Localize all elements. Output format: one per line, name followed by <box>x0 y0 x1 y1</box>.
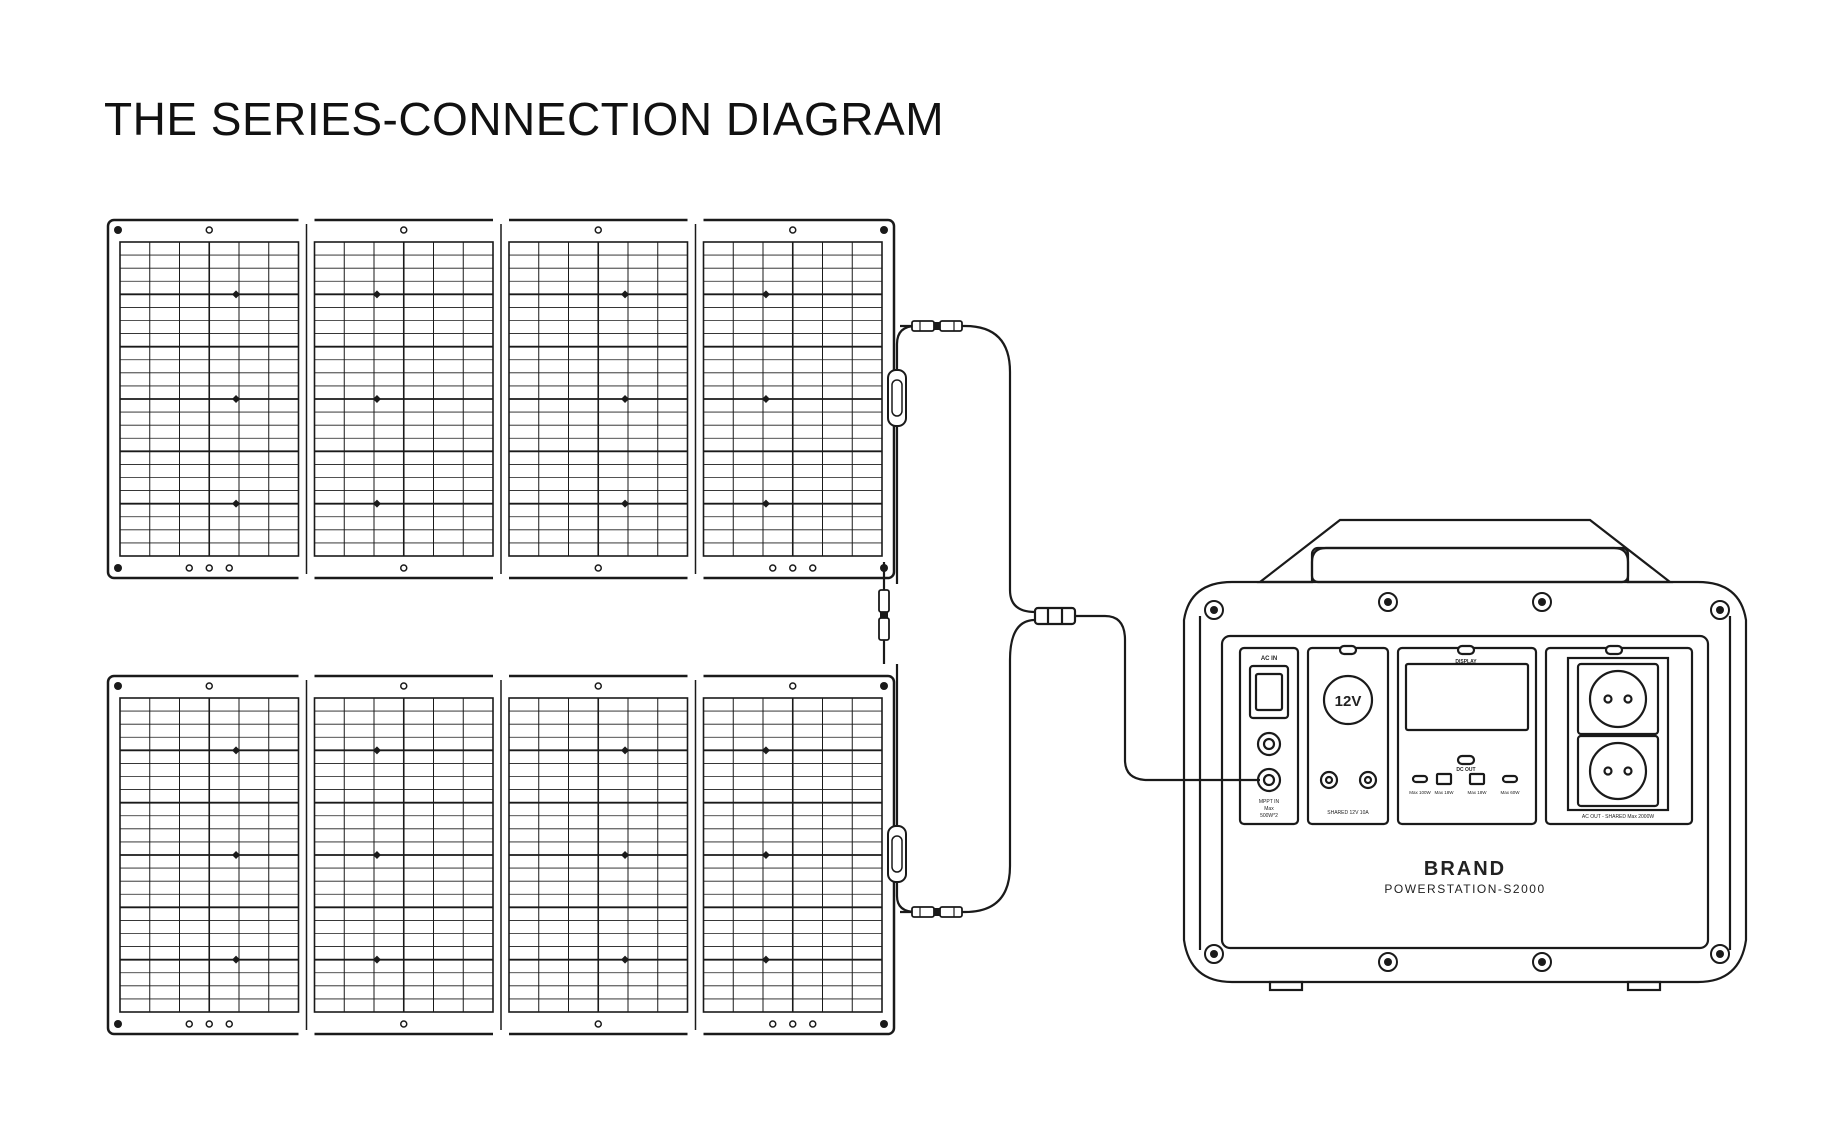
panel-segment <box>298 218 494 580</box>
power-station <box>1182 518 1748 992</box>
station-screw <box>1204 944 1224 964</box>
junction-box <box>887 369 907 427</box>
panel-corner-screw <box>114 226 122 234</box>
top-panel-cable <box>900 324 1036 614</box>
y-junction-connector <box>1033 606 1077 626</box>
usb-port-label-4: Max 60W <box>1500 790 1520 795</box>
ac-outlet-top <box>1576 662 1660 736</box>
station-screw <box>1532 952 1552 972</box>
dc-out-label: DC OUT <box>1456 767 1475 773</box>
ac-in-section <box>1238 646 1300 826</box>
panel-segment <box>298 674 494 1036</box>
ac-in-socket <box>1248 664 1290 720</box>
shared-12v-label: SHARED 12V 10A <box>1327 810 1369 816</box>
usb-a-port-1 <box>1435 772 1453 786</box>
panel-corner-screw <box>880 226 888 234</box>
ac-out-button <box>1604 644 1624 656</box>
panel-corner-screw <box>114 1020 122 1028</box>
top-solar-panel <box>106 218 917 584</box>
panel-segment <box>493 218 689 580</box>
diagram-title: THE SERIES-CONNECTION DIAGRAM <box>104 93 945 145</box>
panel-segment <box>119 682 300 1028</box>
station-screw <box>1710 944 1730 964</box>
ac-in-label: AC IN <box>1261 656 1277 662</box>
panel-corner-screw <box>114 564 122 572</box>
display-button <box>1456 644 1476 656</box>
usb-c-port-1 <box>1411 774 1429 784</box>
car-socket-12v <box>1322 674 1374 726</box>
panel-segment <box>687 674 883 1036</box>
mppt-label-line-3: 500W*2 <box>1260 813 1278 819</box>
bottom-solar-panel <box>106 664 917 1036</box>
usb-port-label-1: Max 100W <box>1409 790 1431 795</box>
display-label: DISPLAY <box>1455 659 1477 665</box>
panel-segment <box>687 218 883 580</box>
mppt-port-bottom <box>1256 767 1282 793</box>
station-labels: AC IN MPPT IN Max 500W*2 12V SHARED 12V … <box>1259 656 1654 896</box>
junction-box <box>887 825 907 883</box>
bottom-panel-cable <box>900 618 1036 914</box>
usb-port-label-2: Max 18W <box>1434 790 1454 795</box>
panel-corner-screw <box>880 1020 888 1028</box>
station-screws <box>1204 592 1730 972</box>
mppt-label-line-1: MPPT IN <box>1259 799 1280 805</box>
panel-corner-screw <box>114 682 122 690</box>
station-screw <box>1204 600 1224 620</box>
mc4-connectors <box>878 320 963 918</box>
model-name: POWERSTATION-S2000 <box>1384 882 1545 896</box>
panel-lead <box>895 324 917 370</box>
station-screw <box>1532 592 1552 612</box>
panel-corner-screw <box>880 682 888 690</box>
lcd-display <box>1404 662 1530 732</box>
ac-outlet-bottom <box>1576 734 1660 808</box>
station-screw <box>1378 952 1398 972</box>
station-front-panel <box>1220 634 1710 950</box>
usb-port-label-3: Max 18W <box>1467 790 1487 795</box>
solar-panels <box>106 218 917 1036</box>
mppt-label-line-2: Max <box>1264 806 1274 812</box>
usb-c-port-2 <box>1501 774 1519 784</box>
mc4-connector-link <box>878 589 890 641</box>
station-screw <box>1378 592 1398 612</box>
station-screw <box>1710 600 1730 620</box>
mc4-connector-bottom <box>911 906 963 918</box>
series-cables <box>882 324 1260 914</box>
dc-12v-label: 12V <box>1335 693 1362 710</box>
station-outer-shell <box>1182 580 1748 984</box>
ac-out-label: AC OUT - SHARED Max 2000W <box>1582 814 1654 820</box>
station-handle <box>1256 518 1674 584</box>
station-input-cable <box>1075 614 1260 782</box>
mc4-connector-top <box>911 320 963 332</box>
usb-a-port-2 <box>1468 772 1486 786</box>
brand-logo: BRAND <box>1424 858 1506 880</box>
panel-segment <box>493 674 689 1036</box>
dc-12v-section <box>1306 646 1390 826</box>
display-section <box>1396 646 1538 826</box>
panel-segment <box>119 226 300 572</box>
dc-12v-button <box>1338 644 1358 656</box>
mppt-port-top <box>1256 731 1282 757</box>
dc-out-button <box>1456 754 1476 766</box>
